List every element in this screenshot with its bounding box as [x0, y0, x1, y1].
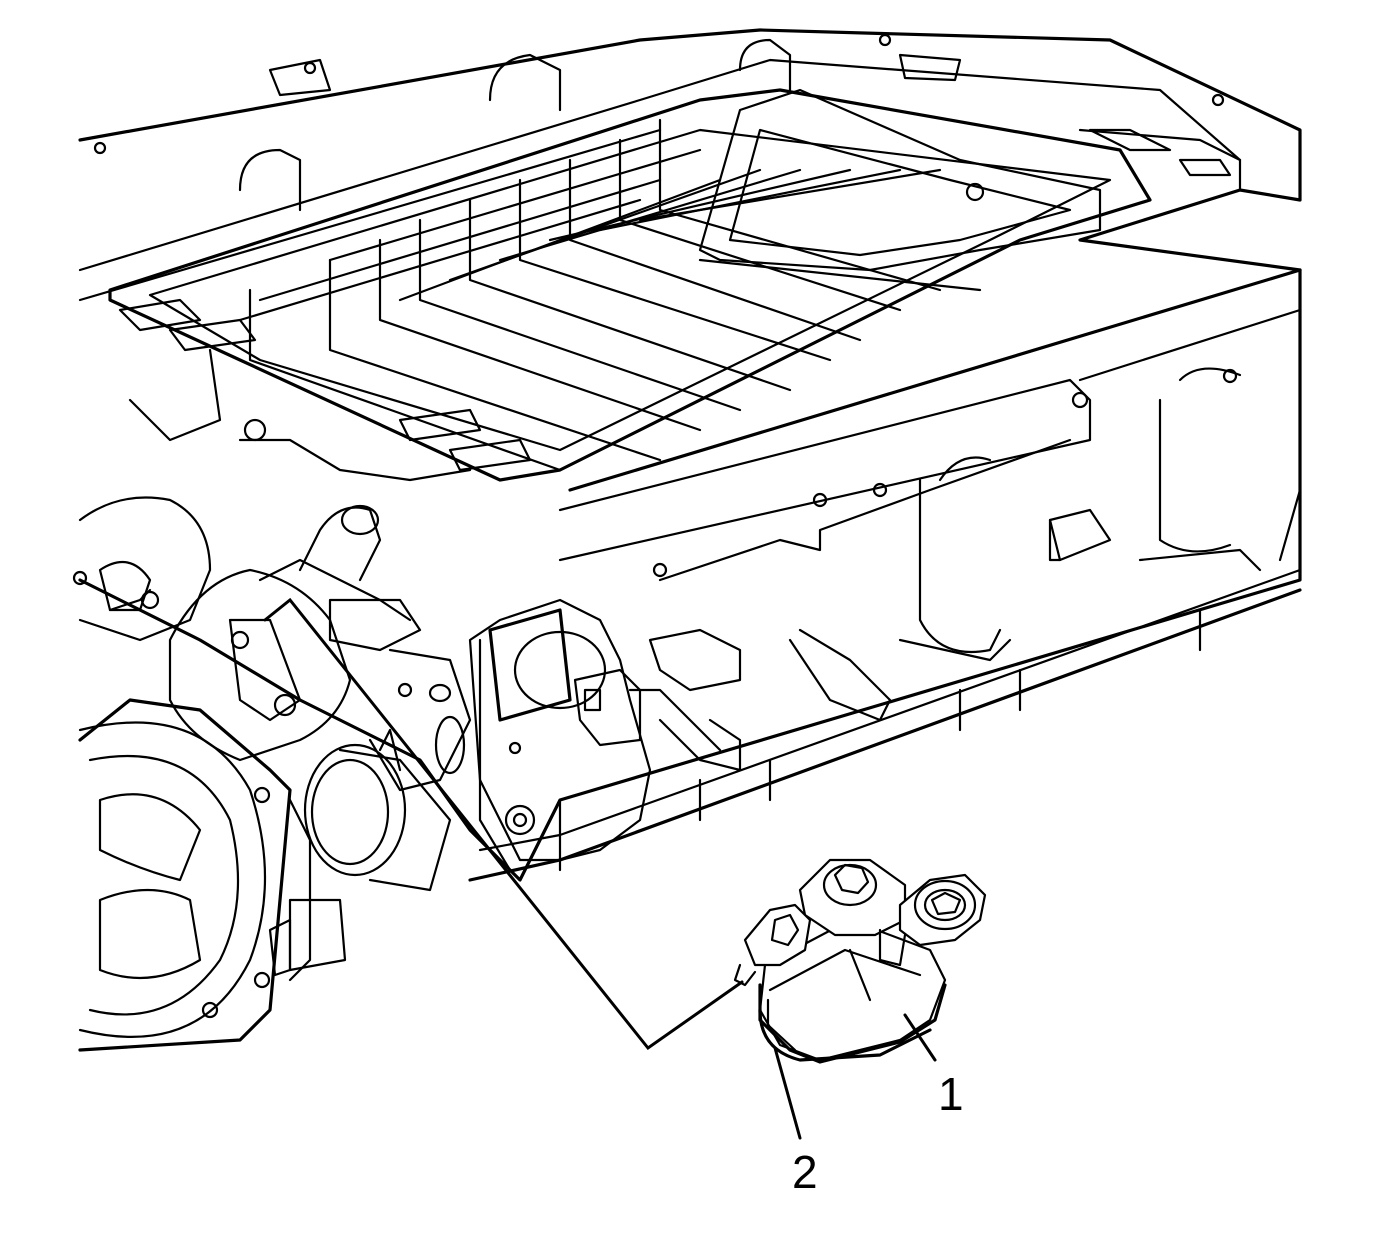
leader-line-1	[903, 1013, 937, 1062]
throttle-body-illustration	[72, 496, 472, 1052]
leader-line-assembly	[263, 597, 744, 1051]
installed-sensor-illustration	[468, 598, 742, 872]
leader-line-2	[773, 1046, 802, 1140]
leader-lines	[263, 597, 937, 1140]
callout-1: 1	[938, 1068, 964, 1120]
sensor-component-illustration	[733, 858, 987, 1064]
callout-2: 2	[792, 1146, 818, 1198]
